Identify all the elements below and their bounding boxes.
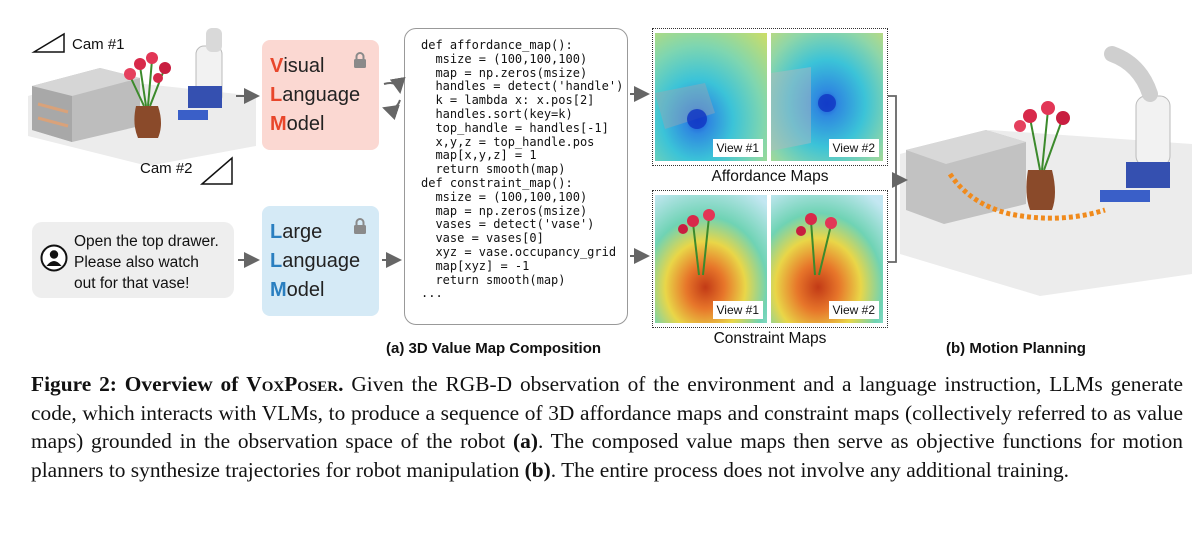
figure-label: Figure 2: Overview of VoxPoser.	[31, 372, 344, 396]
code-line: msize = (100,100,100)	[421, 189, 588, 204]
figure-caption: Figure 2: Overview of VoxPoser. Given th…	[31, 370, 1183, 484]
caption-ref-a: (a)	[513, 429, 538, 453]
generated-code: def affordance_map(): msize = (100,100,1…	[421, 38, 624, 301]
llm-word: Model	[270, 279, 325, 301]
code-line: map[xyz] = -1	[421, 258, 530, 273]
lock-icon	[353, 214, 367, 234]
constraint-maps-group: View #1 View #2	[652, 190, 888, 328]
code-line: return smooth(map)	[421, 162, 566, 177]
affordance-maps-group: View #1 View #2	[652, 28, 888, 166]
code-line: vase = vases[0]	[421, 231, 544, 246]
code-line: map = np.zeros(msize)	[421, 203, 588, 218]
cam1-label: Cam #1	[72, 36, 125, 53]
code-line: map[x,y,z] = 1	[421, 148, 537, 163]
caption-body: . The composed value maps then serve as …	[31, 429, 1183, 482]
instruction-line: out for that vase!	[74, 275, 190, 292]
view2-label: View #2	[828, 301, 879, 319]
caption-body: . The entire process does not involve an…	[550, 457, 1069, 482]
vlm-word: Model	[270, 113, 325, 135]
view1-label: View #1	[712, 139, 763, 157]
instruction-line: Please also watch	[74, 254, 199, 271]
llm-word: Language	[270, 250, 361, 272]
code-line: ...	[421, 286, 443, 301]
instruction-text: Open the top drawer. Please also watch o…	[74, 231, 234, 294]
code-line: k = lambda x: x.pos[2]	[421, 93, 595, 108]
caption-body: Given the RGB-D observation of the envir…	[31, 372, 1184, 453]
code-line: def constraint_map():	[421, 175, 573, 190]
code-line: return smooth(map)	[421, 272, 566, 287]
subcaption-a: (a) 3D Value Map Composition	[386, 340, 602, 357]
vlm-word: Visual	[270, 55, 325, 77]
code-line: x,y,z = top_handle.pos	[421, 134, 595, 149]
code-line: handles = detect('handle')	[421, 79, 624, 94]
instruction-line: Open the top drawer.	[74, 233, 219, 250]
constraint-map-view2: View #2	[771, 195, 883, 323]
affordance-map-view1: View #1	[655, 33, 767, 161]
llm-word: Large	[270, 221, 323, 243]
lock-icon	[353, 48, 367, 68]
constraint-map-view1: View #1	[655, 195, 767, 323]
subcaption-b: (b) Motion Planning	[946, 340, 1086, 357]
code-line: map = np.zeros(msize)	[421, 65, 588, 80]
code-line: xyz = vase.occupancy_grid	[421, 244, 617, 259]
scene-illustration	[28, 26, 256, 206]
affordance-map-view2: View #2	[771, 33, 883, 161]
visual-language-model-box: Visual Language Model	[262, 40, 379, 150]
view2-label: View #2	[828, 139, 879, 157]
motion-planning-illustration	[900, 34, 1192, 330]
cam2-label: Cam #2	[140, 160, 193, 177]
code-line: vases = detect('vase')	[421, 217, 595, 232]
code-panel: def affordance_map(): msize = (100,100,1…	[404, 28, 628, 325]
large-language-model-box: Large Language Model	[262, 206, 379, 316]
vlm-word: Language	[270, 84, 361, 106]
code-line: msize = (100,100,100)	[421, 51, 588, 66]
instruction-box: Open the top drawer. Please also watch o…	[32, 222, 234, 298]
user-icon	[40, 244, 68, 272]
code-line: handles.sort(key=k)	[421, 106, 573, 121]
view1-label: View #1	[712, 301, 763, 319]
code-line: top_handle = handles[-1]	[421, 120, 609, 135]
caption-ref-b: (b)	[524, 457, 551, 482]
affordance-maps-caption: Affordance Maps	[711, 168, 829, 185]
code-line: def affordance_map():	[421, 38, 573, 52]
constraint-maps-caption: Constraint Maps	[713, 330, 827, 347]
